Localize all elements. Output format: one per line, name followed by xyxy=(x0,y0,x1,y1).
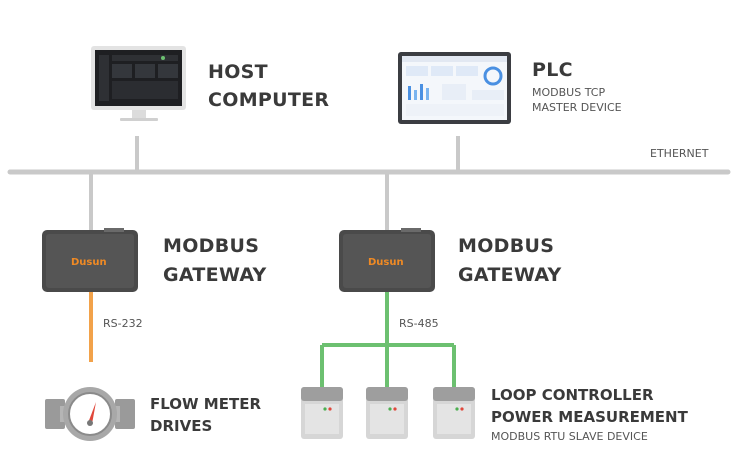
host-title-line1: HOST xyxy=(208,61,268,83)
gateway-1-brand: Dusun xyxy=(71,257,107,268)
loop-controller-1 xyxy=(301,387,343,439)
loop-controller-3 xyxy=(433,387,475,439)
loop-controller-2 xyxy=(366,387,408,439)
flow-meter-title-line2: DRIVES xyxy=(150,417,212,435)
loop-controller-title-line1: LOOP CONTROLLER xyxy=(491,386,654,404)
loop-controller-title-line2: POWER MEASUREMENT xyxy=(491,408,689,426)
rs485-link xyxy=(320,292,456,387)
flow-meter-icon xyxy=(45,387,135,441)
gateway-1-title-line1: MODBUS xyxy=(163,235,259,257)
gateway-1-title-line2: GATEWAY xyxy=(163,264,267,286)
gateway-1-device: Dusun xyxy=(42,228,138,292)
host-computer-icon xyxy=(91,46,186,121)
plc-icon xyxy=(398,52,511,124)
rs485-label: RS-485 xyxy=(399,317,439,330)
ethernet-label: ETHERNET xyxy=(650,147,709,160)
gateway-2-brand: Dusun xyxy=(368,257,404,268)
plc-sub-line2: MASTER DEVICE xyxy=(532,101,622,114)
rs232-label: RS-232 xyxy=(103,317,143,330)
plc-title: PLC xyxy=(532,59,573,81)
flow-meter-title-line1: FLOW METER xyxy=(150,395,261,413)
host-title-line2: COMPUTER xyxy=(208,89,329,111)
plc-sub-line1: MODBUS TCP xyxy=(532,86,605,99)
gateway-2-title-line2: GATEWAY xyxy=(458,264,562,286)
gateway-2-device: Dusun xyxy=(339,228,435,292)
loop-controller-sub: MODBUS RTU SLAVE DEVICE xyxy=(491,430,648,443)
gateway-2-title-line1: MODBUS xyxy=(458,235,554,257)
